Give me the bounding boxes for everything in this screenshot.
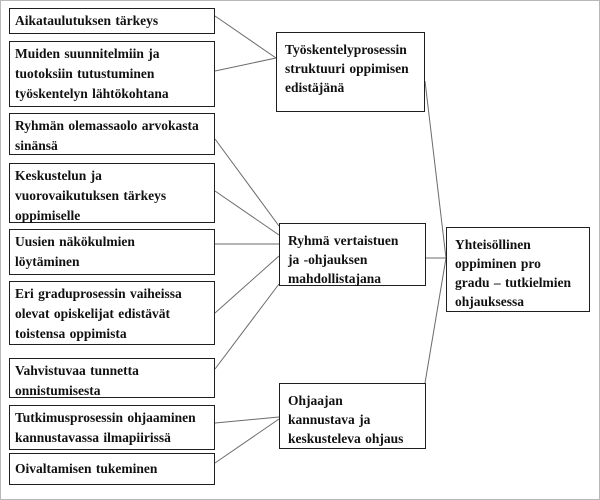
box-text-line: sinänsä — [15, 138, 58, 153]
box-text-line: Ryhmä vertaistuen — [288, 233, 399, 248]
box-muiden-suunnitelmiin-tutustuminen: Muiden suunnitelmiin ja tuotoksiin tutus… — [9, 41, 215, 107]
box-text-line: oppimiselle — [15, 208, 81, 223]
box-text-line: struktuuri oppimisen — [285, 61, 409, 76]
box-text-line: löytäminen — [15, 254, 80, 269]
box-text-line: ja -ohjauksen — [288, 252, 368, 267]
box-text-line: onnistumisesta — [15, 383, 101, 398]
box-oivaltamisen-tukeminen: Oivaltamisen tukeminen — [9, 453, 215, 485]
box-ohjaajan-kannustava-ohjaus: Ohjaajan kannustava ja keskusteleva ohja… — [279, 383, 426, 449]
box-ryhma-vertaistuen-mahdollistajana: Ryhmä vertaistuen ja -ohjauksen mahdolli… — [279, 223, 426, 286]
box-text-line: edistäjänä — [285, 80, 345, 95]
connector-middle3-right1 — [424, 257, 447, 384]
box-text-line: Ryhmän olemassaolo arvokasta — [15, 118, 199, 133]
box-text-line: Eri graduprosessin vaiheissa — [15, 286, 182, 301]
box-text-line: toistensa oppimista — [15, 326, 127, 341]
box-text-line: mahdollistajana — [288, 271, 382, 286]
connector-left3-middle2 — [214, 138, 280, 227]
connector-left4-middle2 — [214, 190, 280, 236]
box-text-line: keskusteleva ohjaus — [288, 431, 404, 446]
box-tyoskentelyprosessin-struktuuri: Työskentelyprosessin struktuuri oppimise… — [276, 32, 425, 112]
box-text-line: Vahvistuvaa tunnetta — [15, 363, 139, 378]
connector-left7-middle2 — [214, 283, 280, 370]
box-text-line: Uusien näkökulmien — [15, 234, 135, 249]
connector-left6-middle2 — [214, 255, 280, 314]
box-yhteisollinen-oppiminen: Yhteisöllinen oppiminen pro gradu – tutk… — [446, 227, 590, 312]
connector-left9-middle3 — [214, 418, 280, 464]
box-graduprosessin-vaiheet: Eri graduprosessin vaiheissa olevat opis… — [9, 281, 215, 345]
box-text-line: Työskentelyprosessin — [285, 42, 407, 57]
box-aikataulutuksen-tarkeys: Aikataulutuksen tärkeys — [9, 8, 215, 34]
box-vahvistuva-tunne-onnistumisesta: Vahvistuvaa tunnetta onnistumisesta — [9, 358, 215, 398]
box-text-line: ohjauksessa — [455, 294, 525, 309]
connector-left1-middle1 — [214, 15, 277, 59]
box-text-line: gradu – tutkielmien — [455, 275, 572, 290]
box-text-line: kannustava ja — [288, 412, 371, 427]
connector-left2-middle1 — [214, 57, 277, 72]
box-tutkimusprosessin-ohjaaminen: Tutkimusprosessin ohjaaminen kannustavas… — [9, 405, 215, 450]
box-text-line: kannustavassa ilmapiirissä — [15, 430, 171, 445]
box-keskustelun-tarkeys: Keskustelun ja vuorovaikutuksen tärkeys … — [9, 163, 215, 223]
connector-left8-middle3 — [214, 416, 280, 424]
box-text-line: Muiden suunnitelmiin ja — [15, 46, 160, 61]
box-text-line: tuotoksiin tutustuminen — [15, 66, 155, 81]
box-text-line: oppiminen pro — [455, 256, 541, 271]
box-text-line: Aikataulutuksen tärkeys — [15, 13, 159, 28]
box-text-line: Oivaltamisen tukeminen — [15, 461, 158, 476]
box-text-line: Yhteisöllinen — [455, 237, 531, 252]
box-text-line: Ohjaajan — [288, 393, 343, 408]
box-text-line: työskentelyn lähtökohtana — [15, 86, 169, 101]
connector-middle1-right1 — [424, 80, 447, 259]
box-text-line: Tutkimusprosessin ohjaaminen — [15, 410, 196, 425]
box-uusien-nakokulmien-loytaminen: Uusien näkökulmien löytäminen — [9, 229, 215, 275]
box-text-line: olevat opiskelijat edistävät — [15, 306, 170, 321]
box-ryhman-olemassaolo: Ryhmän olemassaolo arvokasta sinänsä — [9, 113, 215, 155]
box-text-line: vuorovaikutuksen tärkeys — [15, 188, 167, 203]
box-text-line: Keskustelun ja — [15, 168, 102, 183]
